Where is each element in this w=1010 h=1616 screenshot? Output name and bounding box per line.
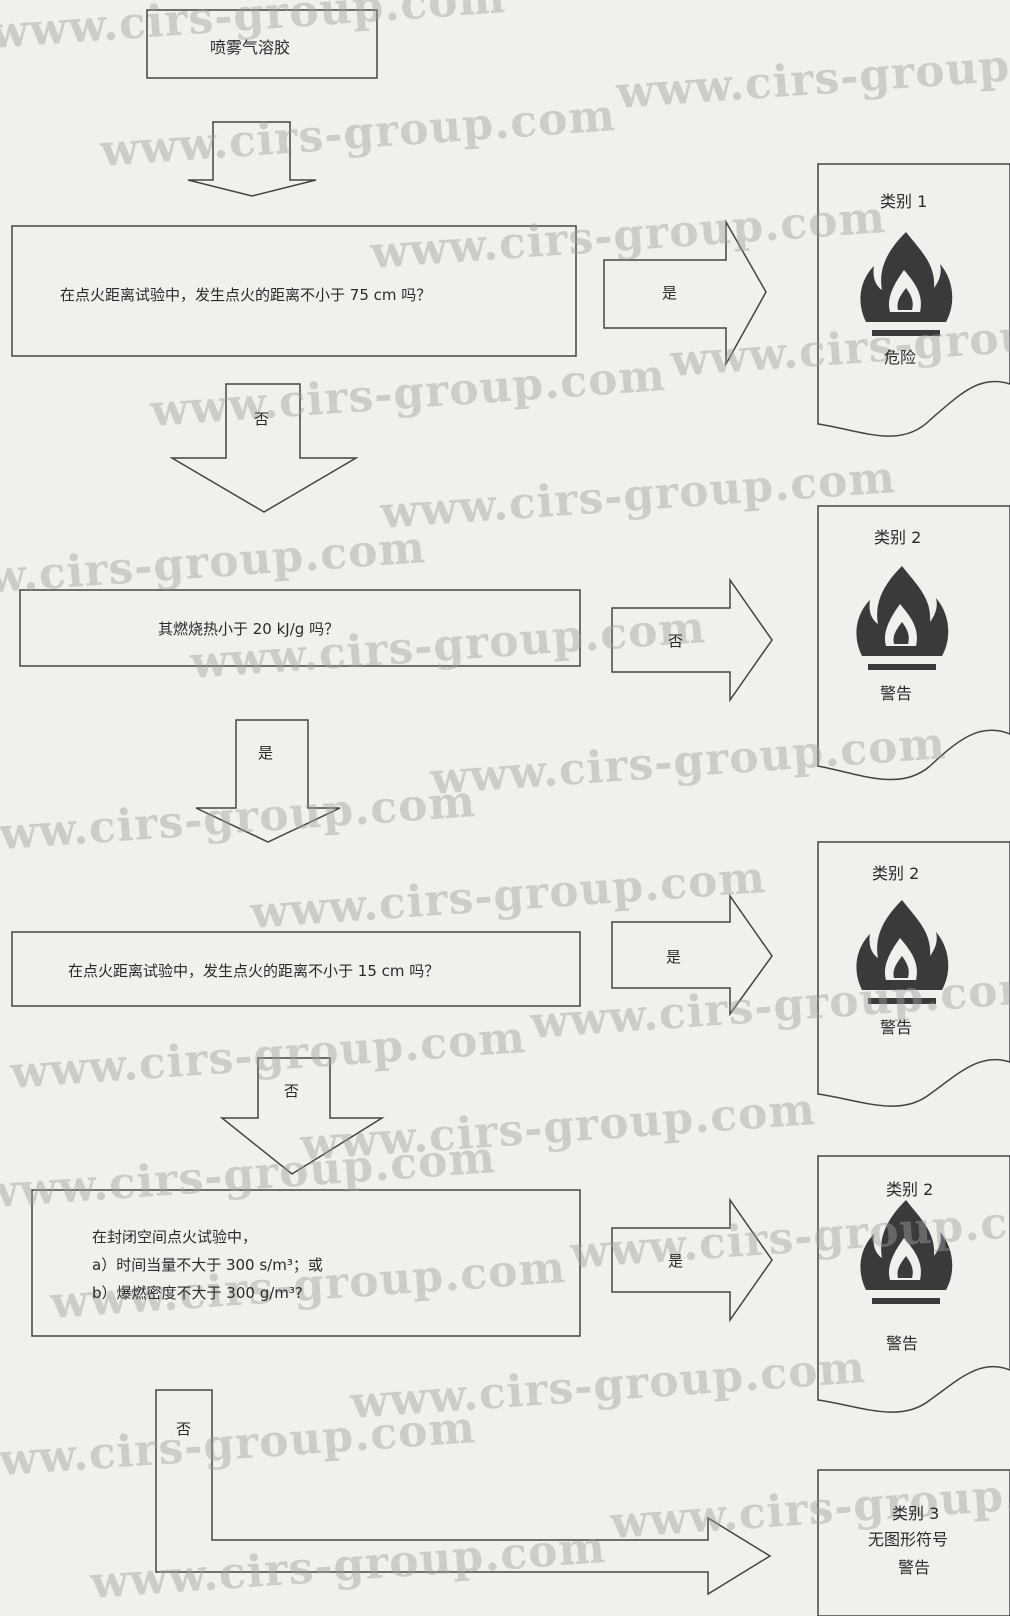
question-box-2 [19, 589, 581, 667]
arrow-label-q2-no: 否 [668, 632, 684, 650]
arrow-label-q3-no: 否 [284, 1082, 300, 1100]
question-3-text: 在点火距离试验中，发生点火的距离不小于 15 cm 吗？ [68, 962, 440, 980]
arrow-label-q1-yes: 是 [662, 284, 678, 302]
arrow-label-q4-no: 否 [176, 1420, 192, 1438]
arrow-q2-no [611, 577, 773, 703]
arrow-q3-yes [611, 893, 773, 1017]
result-doc-1 [817, 163, 1010, 437]
result-2-signal: 警告 [880, 684, 913, 703]
question-2-text: 其燃烧热小于 20 kJ/g 吗？ [158, 620, 340, 638]
arrow-label-q1-no: 否 [254, 410, 270, 428]
question-box-4 [31, 1189, 581, 1337]
arrow-label-q3-yes: 是 [666, 948, 682, 966]
question-1-text: 在点火距离试验中，发生点火的距离不小于 75 cm 吗？ [60, 286, 432, 304]
result-5-pictogram-note: 无图形符号 [868, 1530, 949, 1549]
arrow-q3-no [219, 1057, 385, 1175]
question-4-line-1: 在封闭空间点火试验中， [92, 1228, 258, 1246]
arrow-q4-yes [611, 1197, 773, 1323]
question-box-3 [11, 931, 581, 1007]
question-4-line-2: a）时间当量不大于 300 s/m³；或 [92, 1256, 323, 1274]
start-box [146, 9, 378, 79]
arrow-q1-no [169, 383, 359, 513]
result-doc-3 [817, 841, 1010, 1107]
arrow-label-q2-yes: 是 [258, 744, 274, 762]
result-1-category: 类别 1 [880, 192, 928, 211]
result-4-signal: 警告 [886, 1334, 919, 1353]
result-3-signal: 警告 [880, 1018, 913, 1037]
result-doc-5 [817, 1469, 1010, 1616]
result-3-category: 类别 2 [872, 864, 920, 883]
arrow-q4-no [155, 1389, 772, 1596]
result-1-signal: 危险 [884, 348, 917, 367]
result-doc-4 [817, 1155, 1010, 1413]
arrow-label-q4-yes: 是 [668, 1252, 684, 1270]
start-label: 喷雾气溶胶 [210, 38, 291, 57]
result-2-category: 类别 2 [874, 528, 922, 547]
question-4-line-3: b）爆燃密度不大于 300 g/m³? [92, 1284, 303, 1302]
result-4-category: 类别 2 [886, 1180, 934, 1199]
result-5-category: 类别 3 [892, 1504, 940, 1523]
arrow-q1-yes [603, 219, 767, 367]
arrow-start-to-q1 [187, 121, 317, 197]
flame-icon [856, 566, 949, 670]
arrow-q2-yes [195, 719, 341, 843]
result-5-signal: 警告 [898, 1558, 931, 1577]
question-box-1 [11, 225, 577, 357]
result-doc-2 [817, 505, 1010, 781]
